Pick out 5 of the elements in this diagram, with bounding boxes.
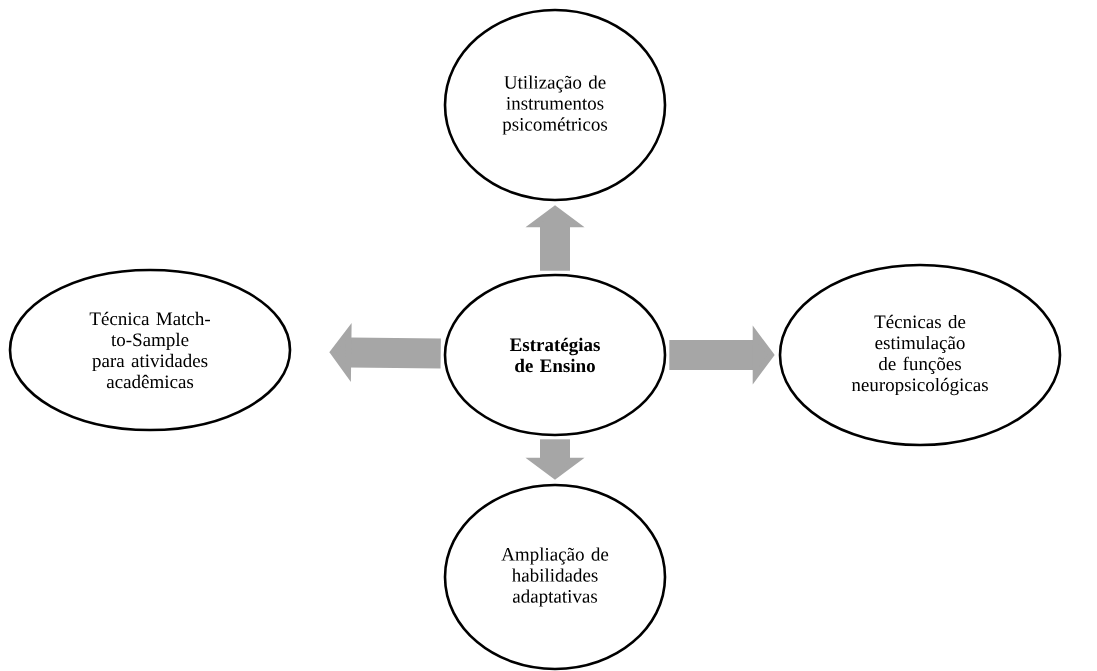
ellipse-node: Estratégias de Ensino [443,273,667,437]
ellipse-node: Ampliação de habilidades adaptativas [443,483,667,671]
ellipse-node: Técnicas de estimulação de funções neuropsicológicas [778,263,1062,447]
ellipse-node: Técnica Match-to-Sample para atividades acadêmicas [8,268,292,432]
ellipse-node: Utilização de instrumentos psicométricos [443,8,667,202]
